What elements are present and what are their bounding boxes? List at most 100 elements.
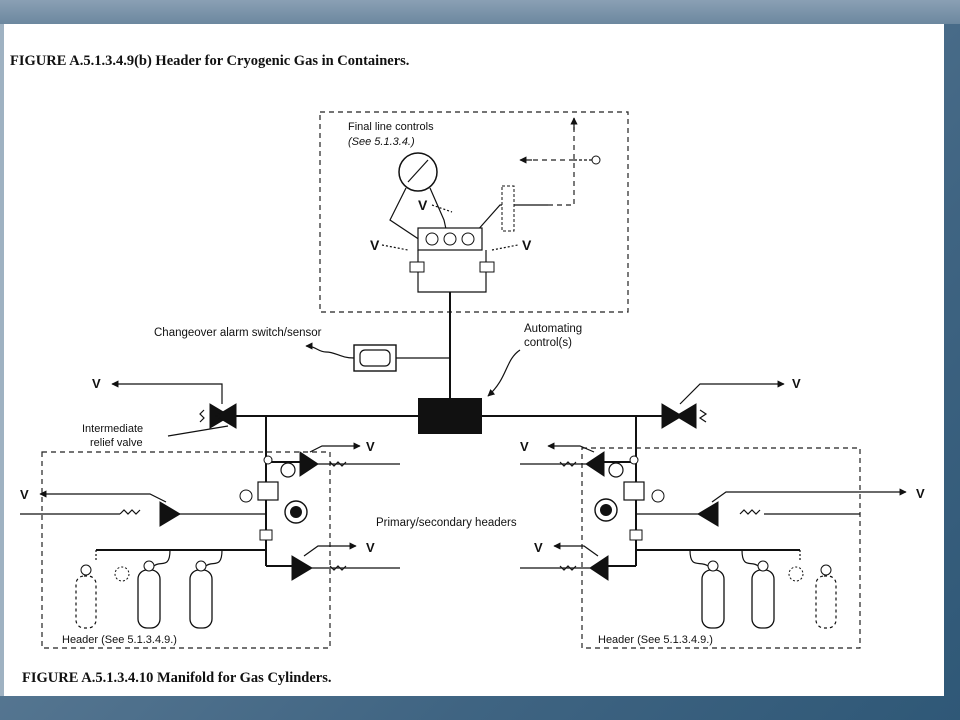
final-line-controls-reference: (See 5.1.3.4.) [348,136,415,148]
right-cylinder-3-valve-icon [820,564,832,576]
right-header-relief-valve [697,501,719,527]
automating-control-box [418,398,482,434]
relief-vent-right [679,380,785,405]
right-lower-valve [589,555,609,581]
right-relief-vent [711,488,907,503]
right-lower-vent [553,542,599,557]
right-side-gauge-icon [651,489,665,503]
left-check-valve-icon [263,455,273,465]
right-cylinder-2-valve-icon [757,560,769,572]
relief-right-icon [479,261,495,273]
left-relief-spring [119,509,141,515]
right-cylinder-1 [701,569,725,629]
left-cylinder-3-valve-icon [195,560,207,572]
regulator-column-icon [501,185,515,232]
right-spare-valve-icon [788,566,804,582]
right-cylinder-3-dashed [815,575,837,629]
changeover-alarm-group: Changeover alarm switch/sensor [154,327,450,372]
figure-caption-gas-manifold: FIGURE A.5.1.3.4.10 Manifold for Gas Cyl… [22,670,332,686]
relief-left-icon [409,261,425,273]
right-upper-spring [559,461,577,467]
vent-label-right-lower: V [534,540,543,555]
final-line-controls-label: Final line controls [348,121,434,133]
left-regulator-icon [257,481,279,501]
left-side-gauge-icon [239,489,253,503]
vent-label-right: V [522,237,532,253]
vent-line-upper [431,204,453,213]
vent-label-upper: V [418,197,428,213]
vent-line-right [491,244,519,251]
left-lower-vent [303,542,357,557]
relief-valve-right-a [661,403,683,429]
figure-caption-cryogenic-header: FIGURE A.5.1.3.4.9(b) Header for Cryogen… [10,53,410,69]
slide-top-band [0,0,960,24]
vent-label-left-lower: V [366,540,375,555]
vent-label-right-mid: V [916,486,925,501]
branch-valve-icon [591,155,601,165]
automating-control-pointer [487,349,521,397]
left-cyl3-pigtail [205,549,223,567]
manifold-diagram: Final line controls (See 5.1.3.4.) V V V [20,111,925,649]
vent-label-relief-right: V [792,376,801,391]
vent-label-right-upper: V [520,439,529,454]
primary-secondary-label: Primary/secondary headers [376,517,517,529]
right-regulator-icon [623,481,645,501]
left-isolation-valve-icon [259,529,273,541]
right-lower-spring [559,565,577,571]
right-check-valve-icon [629,455,639,465]
vent-label-relief-left: V [92,376,101,391]
left-cyl2-pigtail [153,549,171,567]
left-header-boundary [41,451,331,649]
left-header-relief-valve [159,501,181,527]
vent-label-left: V [370,237,380,253]
gauge-needle [407,159,429,183]
right-cyl2-pigtail [741,549,759,567]
right-cylinder-1-valve-icon [707,560,719,572]
left-upper-vent [309,442,361,453]
intermediate-relief-left: V Intermediate relief valve [82,376,237,449]
relief-spring-right [698,409,708,423]
page-left-edge [0,24,4,696]
alarm-sensor-icon [359,349,391,367]
intermediate-relief-label-2: relief valve [90,437,143,449]
outlet-pipe [475,204,548,233]
automating-control-label-2: control(s) [524,337,572,349]
dashed-supply-line [548,118,575,206]
left-lower-spring [329,565,347,571]
right-header-boundary [581,447,861,649]
left-lower-valve [291,555,313,581]
right-cylinder-2 [751,569,775,629]
left-cylinder-2 [137,569,161,629]
left-line-gauge-center [290,506,302,518]
left-cylinder-2-valve-icon [143,560,155,572]
right-relief-spring [739,509,761,515]
control-valve-2-icon [443,232,457,246]
intermediate-relief-label-1: Intermediate [82,423,143,435]
relief-spring-left [199,409,205,423]
left-spare-valve-icon [114,566,130,582]
right-small-gauge-icon [608,462,624,478]
left-header-group: V V V Header (See 5.1.3.4.9.) [20,416,400,649]
left-upper-valve [299,451,319,477]
vent-label-left-mid: V [20,487,29,502]
left-header-label: Header (See 5.1.3.4.9.) [62,634,177,646]
right-line-gauge-center [600,504,612,516]
right-isolation-valve-icon [629,529,643,541]
intermediate-relief-right: V [661,376,801,429]
left-cylinder-3 [189,569,213,629]
control-loop-pipe [417,250,487,293]
relief-valve-left-b [215,403,237,429]
automating-control-group: Automating control(s) [418,323,582,434]
gauge-line-left [389,187,421,241]
final-line-controls-group: Final line controls (See 5.1.3.4.) V V V [319,111,629,313]
left-upper-spring [329,461,347,467]
vent-line-left [381,244,409,251]
final-line-controls-boundary [319,111,629,313]
relief-valve-right-b [675,403,697,429]
right-upper-valve [585,451,605,477]
alarm-signal-line [305,342,355,359]
control-valve-3-icon [461,232,475,246]
right-upper-vent [547,442,595,453]
right-header-label: Header (See 5.1.3.4.9.) [598,634,713,646]
left-small-gauge-icon [280,462,296,478]
